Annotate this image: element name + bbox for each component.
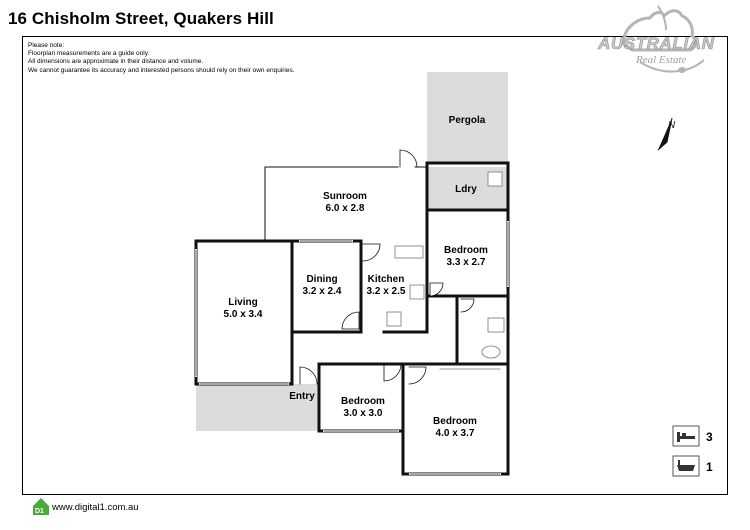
room-laundry: Ldry (455, 184, 477, 196)
north-arrow-icon: N (657, 117, 676, 151)
bath-icon (672, 455, 700, 477)
footer-url[interactable]: www.digital1.com.au (52, 502, 139, 513)
bed-icon (672, 425, 700, 447)
room-name: Living (228, 297, 258, 308)
window-glazing (195, 221, 509, 475)
room-name: Entry (289, 391, 315, 402)
room-living: Living 5.0 x 3.4 (224, 297, 263, 321)
room-name: Kitchen (367, 274, 405, 285)
logo-brand: AUSTRALIAN (598, 34, 715, 54)
room-name: Ldry (455, 184, 477, 195)
room-name: Bedroom (433, 416, 477, 427)
room-name: Dining (306, 274, 338, 285)
bathroom-count: 1 (706, 460, 713, 474)
room-dining: Dining 3.2 x 2.4 (303, 274, 342, 298)
room-size: 3.0 x 3.0 (343, 408, 383, 419)
note-line: We cannot guarantee its accuracy and int… (28, 66, 295, 74)
room-bedroom-3: Bedroom 4.0 x 3.7 (433, 416, 477, 440)
fixtures (386, 171, 505, 370)
room-size: 6.0 x 2.8 (325, 203, 365, 214)
room-pergola: Pergola (449, 115, 486, 127)
room-size: 3.2 x 2.5 (366, 286, 406, 297)
plan-frame (22, 36, 728, 495)
australia-map-icon (622, 5, 705, 73)
room-name: Pergola (448, 115, 486, 126)
north-label: N (668, 120, 676, 131)
note-line: Floorplan measurements are a guide only. (28, 50, 150, 58)
note-line: All dimensions are approximate in their … (28, 58, 204, 66)
room-name: Bedroom (341, 396, 385, 407)
note-line: Please note: (28, 42, 65, 49)
bedroom-count: 3 (706, 430, 713, 444)
logo-subtitle: Real Estate (636, 54, 687, 66)
room-sunroom: Sunroom 6.0 x 2.8 (323, 191, 367, 215)
pergola-area (427, 72, 508, 163)
agency-logo: AUSTRALIAN Real Estate (592, 4, 718, 80)
entry-porch-area (196, 384, 319, 431)
door-swings (299, 149, 475, 385)
svg-text:D1: D1 (35, 508, 44, 515)
room-kitchen: Kitchen 3.2 x 2.5 (367, 274, 406, 298)
room-size: 4.0 x 3.7 (435, 428, 475, 439)
room-bedroom-2: Bedroom 3.0 x 3.0 (341, 396, 385, 420)
room-size: 3.2 x 2.4 (302, 286, 342, 297)
room-name: Bedroom (444, 245, 488, 256)
digital1-logo-icon: D1 (33, 498, 49, 515)
room-entry: Entry (289, 391, 315, 403)
room-size: 5.0 x 3.4 (223, 309, 263, 320)
room-size: 3.3 x 2.7 (446, 257, 486, 268)
room-name: Sunroom (323, 191, 367, 202)
room-bedroom-1: Bedroom 3.3 x 2.7 (444, 245, 488, 269)
disclaimer-notes: Please note: Floorplan measurements are … (28, 42, 295, 75)
page-title: 16 Chisholm Street, Quakers Hill (8, 9, 274, 28)
